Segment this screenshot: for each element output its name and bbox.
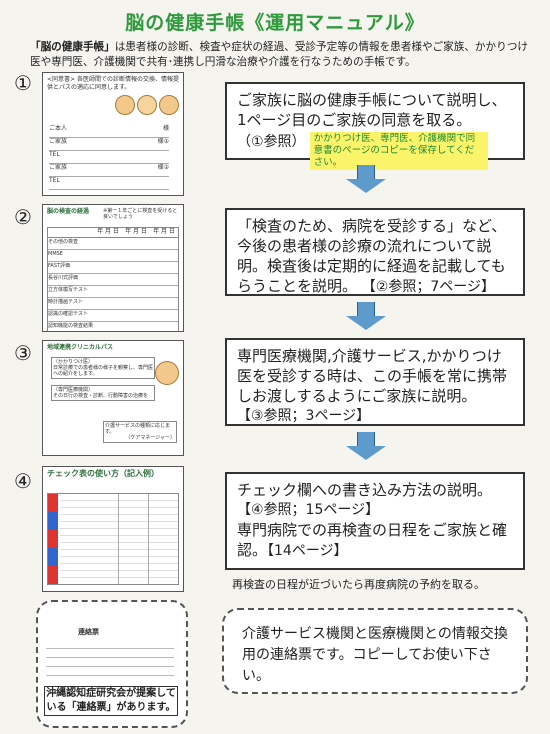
step-2-thumbnail: 脳の検査の経過 ※第一１年ごとに検査を受けると良いでしょう 年 月 日 年 月 …	[42, 204, 184, 332]
step-4-description: チェック欄への書き込み方法の説明。 【④参照；15ページ】 専門病院での再検査の…	[225, 472, 525, 570]
consent-row: ご家族様①	[49, 138, 169, 151]
checklist-header: チェック表の使い方（記入例）	[47, 469, 159, 478]
contact-form-title: 連絡票	[78, 628, 99, 636]
step-4-reference-2: 【14ページ】	[267, 543, 348, 559]
exam-row: 認識の確認テスト	[48, 310, 178, 322]
consent-header: <同意書> 各医師間での診断情報の交換、情報提供とパスの適応に同意します。	[47, 76, 179, 91]
step-3-number: ③	[14, 341, 32, 365]
consent-row: ご家族様②	[49, 164, 169, 177]
step-1-number: ①	[14, 71, 32, 95]
contact-form-description: 介護サービス機関と医療機関との情報交換用の連絡票です。コピーしてお使い下さい。	[222, 608, 528, 694]
step-4-text: チェック欄への書き込み方法の説明。	[237, 481, 493, 499]
exam-subnote: ※第一１年ごとに検査を受けると良いでしょう	[103, 208, 178, 220]
intro-body: は患者様の診断、検査や症状の経過、受診予定等の情報を患者様やご家族、かかりつけ医…	[30, 41, 529, 68]
step-2-reference: 【②参照；7ページ】	[361, 279, 495, 295]
specialist-box: （専門医療機関） その日行の検査・診断、行動障害の治療を	[51, 385, 155, 401]
family-illustration	[115, 95, 179, 115]
page-title: 脳の健康手帳《運用マニュアル》	[125, 12, 425, 34]
step-4-number: ④	[14, 469, 32, 493]
care-box: 介護サービスの種類に応じます。 （ケアマネージャー）	[103, 421, 177, 443]
step-1-text: ご家族に脳の健康手帳について説明し、1ページ目のご家族の同意を取る。	[237, 91, 507, 129]
step-2-number: ②	[14, 205, 32, 229]
step-4-caption: 再検査の日程が近づいたら再度病院の予約を取る。	[232, 578, 485, 591]
step-3-reference: 【③参照；3ページ】	[237, 408, 371, 424]
pathway-header: 地域連携クリニカルパス	[47, 344, 114, 351]
step-1-reference: （①参照）	[237, 134, 306, 150]
step-1-note: かかりつけ医、専門医、介護機関で同意書のページのコピーを保存してください。	[309, 132, 488, 170]
exam-row: 認知機能の検査結果	[48, 323, 94, 329]
step-2-text: 「検査のため、病院を受診する」など、今後の患者様の診療の流れについて説明。検査後…	[237, 217, 507, 295]
gp-box: （かかりつけ医） 日常診療での患者様の様子を観察し、専門医への紹介をします。	[51, 357, 155, 379]
exam-row: FAST評価	[48, 262, 178, 274]
exam-row: 長谷川式評価	[48, 274, 178, 286]
down-arrow-icon	[346, 165, 386, 193]
consent-row: TEL	[49, 151, 169, 164]
checklist-table	[47, 493, 179, 585]
exam-row: その他の検査	[48, 238, 178, 250]
exam-header: 脳の検査の経過	[47, 208, 90, 215]
consent-row: ご本人様	[49, 125, 169, 138]
doctor-illustration	[155, 361, 179, 385]
step-3-text: 専門医療機関,介護サービス,かかりつけ医を受診する時は、この手帳を常に携帯しお渡…	[237, 347, 508, 405]
down-arrow-icon	[346, 432, 386, 460]
step-3-thumbnail: 地域連携クリニカルパス （かかりつけ医） 日常診療での患者様の様子を観察し、専門…	[42, 340, 184, 456]
exam-row: MMSE	[48, 250, 178, 262]
step-4-text-2: 専門病院での再検査の日程をご家族と確認。	[237, 521, 508, 559]
exam-row: 立方体模写テスト	[48, 286, 178, 298]
step-4-thumbnail: チェック表の使い方（記入例）	[42, 466, 184, 592]
intro-paragraph: 「脳の健康手帳」は患者様の診断、検査や症状の経過、受診予定等の情報を患者様やご家…	[30, 40, 530, 70]
contact-form-panel: 連絡票 沖縄認知症研究会が提案している「連絡票」があります。	[36, 600, 188, 728]
step-3-description: 専門医療機関,介護サービス,かかりつけ医を受診する時は、この手帳を常に携帯しお渡…	[225, 338, 525, 426]
down-arrow-icon	[346, 302, 386, 330]
contact-form-note: 沖縄認知症研究会が提案している「連絡票」があります。	[44, 686, 178, 716]
contact-form-lines	[46, 640, 174, 678]
step-1-description: ご家族に脳の健康手帳について説明し、1ページ目のご家族の同意を取る。 （①参照）…	[225, 82, 525, 170]
step-1-thumbnail: <同意書> 各医師間での診断情報の交換、情報提供とパスの適応に同意します。 ご本…	[42, 72, 184, 196]
step-4-reference: 【④参照；15ページ】	[237, 502, 380, 518]
consent-row: TEL	[49, 177, 169, 190]
step-2-description: 「検査のため、病院を受診する」など、今後の患者様の診療の流れについて説明。検査後…	[225, 208, 525, 296]
exam-row: 時計描画テスト	[48, 298, 178, 310]
intro-lead: 「脳の健康手帳」	[30, 41, 115, 53]
